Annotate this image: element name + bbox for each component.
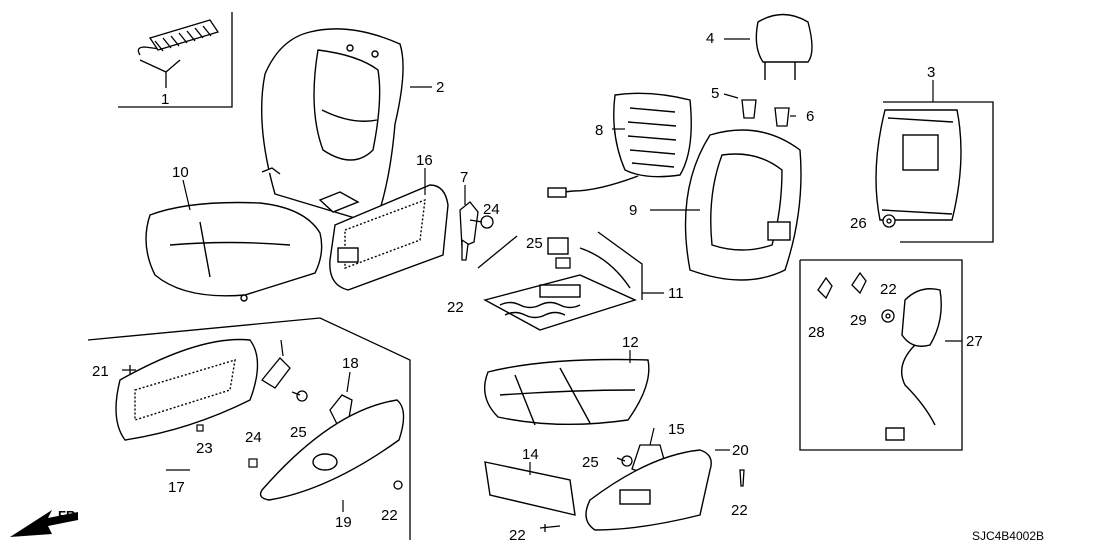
callout-25c: 25 [582,454,599,471]
part-19-outer-trim [259,399,405,501]
leader-18 [346,371,351,393]
callout-28: 27 [966,333,983,350]
part-22-screws [122,238,745,532]
frame-lines [87,12,994,540]
arrow-left-icon [10,510,78,537]
leader-15 [649,427,655,446]
part-27-clip [882,214,896,228]
callout-11: 11 [668,285,684,302]
callout-24a: 23 [196,440,213,457]
callout-29: 28 [808,324,825,341]
part-10-seat-cushion [145,201,323,302]
callout-27: 26 [850,215,867,232]
callout-26: 25 [526,235,543,252]
callout-12: 12 [622,334,639,351]
part-21-bracket [261,357,291,389]
part-5-6-guides [741,99,790,127]
part-4-headrest [755,13,813,80]
part-28-airbag-module [885,288,942,441]
callout-5: 5 [711,85,719,102]
leader-5 [723,93,739,99]
leader-10 [182,179,191,211]
diagram-code: SJC4B4002B [971,529,1044,543]
part-20-side-cover [585,449,712,531]
part-14-bar [484,461,576,516]
callout-1: 1 [161,91,169,108]
part-12-cushion-pad [484,358,650,426]
callout-7: 7 [460,169,468,186]
part-30-clip [851,271,867,295]
callout-20: 20 [732,442,749,459]
callout-4: 4 [706,30,714,47]
part-29-clip [817,276,833,300]
part-1-clips [137,19,220,88]
callout-22c: 22 [381,507,398,524]
callout-23: 22 [880,281,897,298]
callouts: 1 2 3 4 5 6 7 8 9 10 11 12 14 15 16 17 1… [92,30,983,544]
leader-21 [280,339,284,357]
callout-10: 10 [172,164,189,181]
part-26-connector [555,257,571,269]
callout-25b: 25 [290,424,307,441]
part-16-side-trim [329,184,449,291]
callout-22d: 22 [509,527,526,544]
part-3-back-panel [875,109,962,221]
callout-2: 2 [436,79,444,96]
callout-3: 3 [927,64,935,81]
callout-25a: 24 [483,201,500,218]
part-11-heater-pad [483,237,637,331]
part-25-fasteners [291,215,633,467]
direction-label: FR. [58,508,79,523]
callout-22a: 21 [92,363,109,380]
callout-24b: 24 [245,429,262,446]
callout-18: 18 [342,355,359,372]
callout-30: 29 [850,312,867,329]
part-24-clips [196,424,258,468]
part-18-bracket [329,394,353,425]
callout-22e: 22 [731,502,748,519]
callout-22b: 22 [447,299,464,316]
callout-8: 8 [595,122,603,139]
callout-15: 15 [668,421,685,438]
callout-17: 17 [168,479,185,496]
part-17-inner-trim [115,338,259,441]
callout-9: 9 [629,202,637,219]
callout-14: 14 [522,446,539,463]
callout-6: 6 [806,108,814,125]
part-8-pad [547,92,692,198]
part-23-nut [881,309,895,323]
callout-16: 16 [416,152,433,169]
front-direction-arrow: FR. [10,508,79,537]
callout-19: 19 [335,514,352,531]
part-2-seat-back [260,28,404,225]
part-9-back-cover [684,129,802,281]
